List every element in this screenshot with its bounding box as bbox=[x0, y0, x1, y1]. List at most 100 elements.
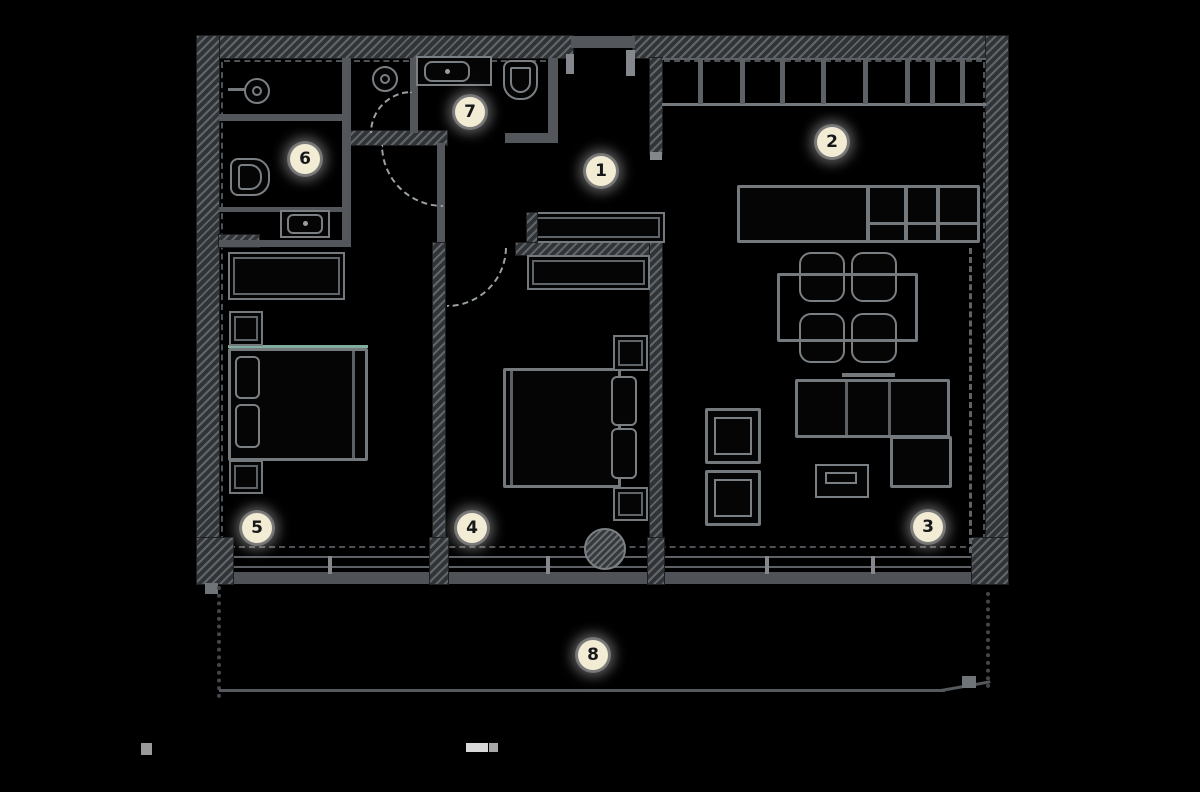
sofa-seat-divider bbox=[845, 382, 848, 435]
bed-foot-line bbox=[510, 371, 513, 485]
door-arc-shower7 bbox=[370, 91, 412, 133]
room-number: 7 bbox=[464, 102, 476, 122]
artifact-mark bbox=[466, 743, 488, 752]
bathroom7-east-wall bbox=[548, 58, 558, 143]
wall-finish-ticks bbox=[221, 62, 223, 542]
pillow bbox=[611, 428, 637, 479]
window-mullion bbox=[328, 556, 332, 574]
room-badge-3: 3 bbox=[913, 512, 943, 542]
room-badge-7: 7 bbox=[455, 97, 485, 127]
room-badge-1: 1 bbox=[586, 156, 616, 186]
bedroom5-wardrobe bbox=[228, 252, 345, 300]
outer-wall-top-right bbox=[632, 35, 1009, 59]
wall-finish-ticks bbox=[983, 62, 985, 540]
toilet-bowl bbox=[238, 164, 262, 190]
artifact-mark bbox=[489, 743, 498, 752]
dining-chair bbox=[799, 252, 845, 302]
room-number: 1 bbox=[595, 161, 607, 181]
kitchen-cabinet-divider bbox=[698, 58, 703, 104]
sofa-seat-divider bbox=[888, 382, 891, 435]
nightstand bbox=[229, 460, 263, 494]
round-column bbox=[584, 528, 626, 570]
room-badge-2: 2 bbox=[817, 127, 847, 157]
sofa bbox=[795, 379, 950, 438]
shower-head-center bbox=[252, 86, 262, 96]
dining-chair bbox=[851, 252, 897, 302]
armchair-cushion bbox=[714, 417, 752, 455]
bottom-left-pier bbox=[196, 537, 234, 585]
pillow bbox=[235, 404, 260, 448]
room-number: 8 bbox=[587, 645, 599, 665]
wall-finish-ticks bbox=[224, 60, 342, 62]
room-badge-8: 8 bbox=[578, 640, 608, 670]
bathroom7-south-wall bbox=[344, 130, 448, 146]
window-mullion bbox=[871, 556, 875, 574]
room-badge-4: 4 bbox=[457, 513, 487, 543]
toilet-bowl bbox=[510, 67, 531, 93]
room-number: 2 bbox=[826, 132, 838, 152]
bedroom4-west-wall-pier bbox=[429, 537, 449, 585]
island-divider bbox=[866, 188, 870, 240]
room-badge-6: 6 bbox=[290, 144, 320, 174]
sofa-chaise bbox=[890, 436, 952, 488]
pier-foot bbox=[205, 583, 218, 594]
dining-chair bbox=[851, 313, 897, 363]
nightstand bbox=[229, 311, 263, 346]
kitchen-cabinet-divider bbox=[780, 58, 785, 104]
kitchen-cabinet-divider bbox=[863, 58, 868, 104]
island-shelf-line bbox=[868, 222, 978, 225]
balcony-rail-left bbox=[217, 586, 221, 698]
shower-head-center bbox=[380, 74, 390, 84]
door-arc-bedroom4 bbox=[447, 247, 507, 307]
entrance-jamb-right bbox=[626, 50, 635, 76]
bedroom4-west-wall bbox=[432, 242, 446, 544]
kitchen-cabinet-divider bbox=[930, 58, 935, 104]
door-arc-lobby bbox=[381, 145, 443, 207]
nightstand bbox=[613, 487, 648, 521]
bedroom4-north-wall bbox=[515, 242, 663, 256]
glazing-dashed-line bbox=[969, 248, 972, 553]
dining-chair bbox=[799, 313, 845, 363]
bed-foot-line bbox=[352, 351, 355, 458]
outer-wall-left bbox=[196, 35, 220, 583]
bathroom6-divider-1 bbox=[219, 114, 345, 121]
bathroom6-divider-2 bbox=[219, 207, 345, 212]
armchair-cushion bbox=[714, 479, 752, 517]
kitchen-cabinet-divider bbox=[821, 58, 826, 104]
kitchen-counter-edge bbox=[662, 103, 986, 106]
pillow bbox=[611, 376, 637, 426]
window-mullion bbox=[765, 556, 769, 574]
kitchen-island bbox=[737, 185, 980, 243]
closet-end-pier bbox=[526, 212, 538, 243]
bed-bedroom4 bbox=[503, 368, 621, 488]
entrance-jamb-left bbox=[566, 54, 574, 74]
kitchen-cabinet-divider bbox=[905, 58, 910, 104]
bathroom6-south-wall bbox=[219, 240, 350, 247]
shower-divider-wall bbox=[410, 58, 418, 133]
bottom-right-pier bbox=[971, 537, 1009, 585]
bed-accent-line bbox=[228, 345, 368, 348]
bedroom4-living-wall-pier bbox=[647, 537, 665, 585]
kitchen-cabinet-divider bbox=[960, 58, 965, 104]
artifact-mark bbox=[141, 743, 152, 755]
room-badge-5: 5 bbox=[242, 513, 272, 543]
nightstand bbox=[613, 335, 648, 371]
pillow bbox=[235, 356, 260, 399]
room-number: 4 bbox=[466, 518, 478, 538]
bathroom6-east-wall bbox=[342, 58, 351, 247]
shower-arm bbox=[228, 88, 246, 91]
outer-wall-top-left bbox=[196, 35, 574, 59]
island-divider bbox=[904, 188, 908, 240]
dining-table bbox=[777, 273, 918, 342]
hall-kitchen-wall-end bbox=[650, 152, 662, 160]
bedroom4-wardrobe bbox=[527, 255, 650, 290]
hall-kitchen-wall bbox=[649, 57, 663, 155]
coffee-table-inner bbox=[825, 472, 857, 484]
bedroom4-living-wall bbox=[649, 242, 663, 544]
entrance-lintel bbox=[571, 36, 635, 48]
sofa-back-segment bbox=[842, 373, 895, 377]
island-divider bbox=[936, 188, 940, 240]
faucet-dot bbox=[445, 69, 450, 74]
kitchen-cabinet-divider bbox=[740, 58, 745, 104]
